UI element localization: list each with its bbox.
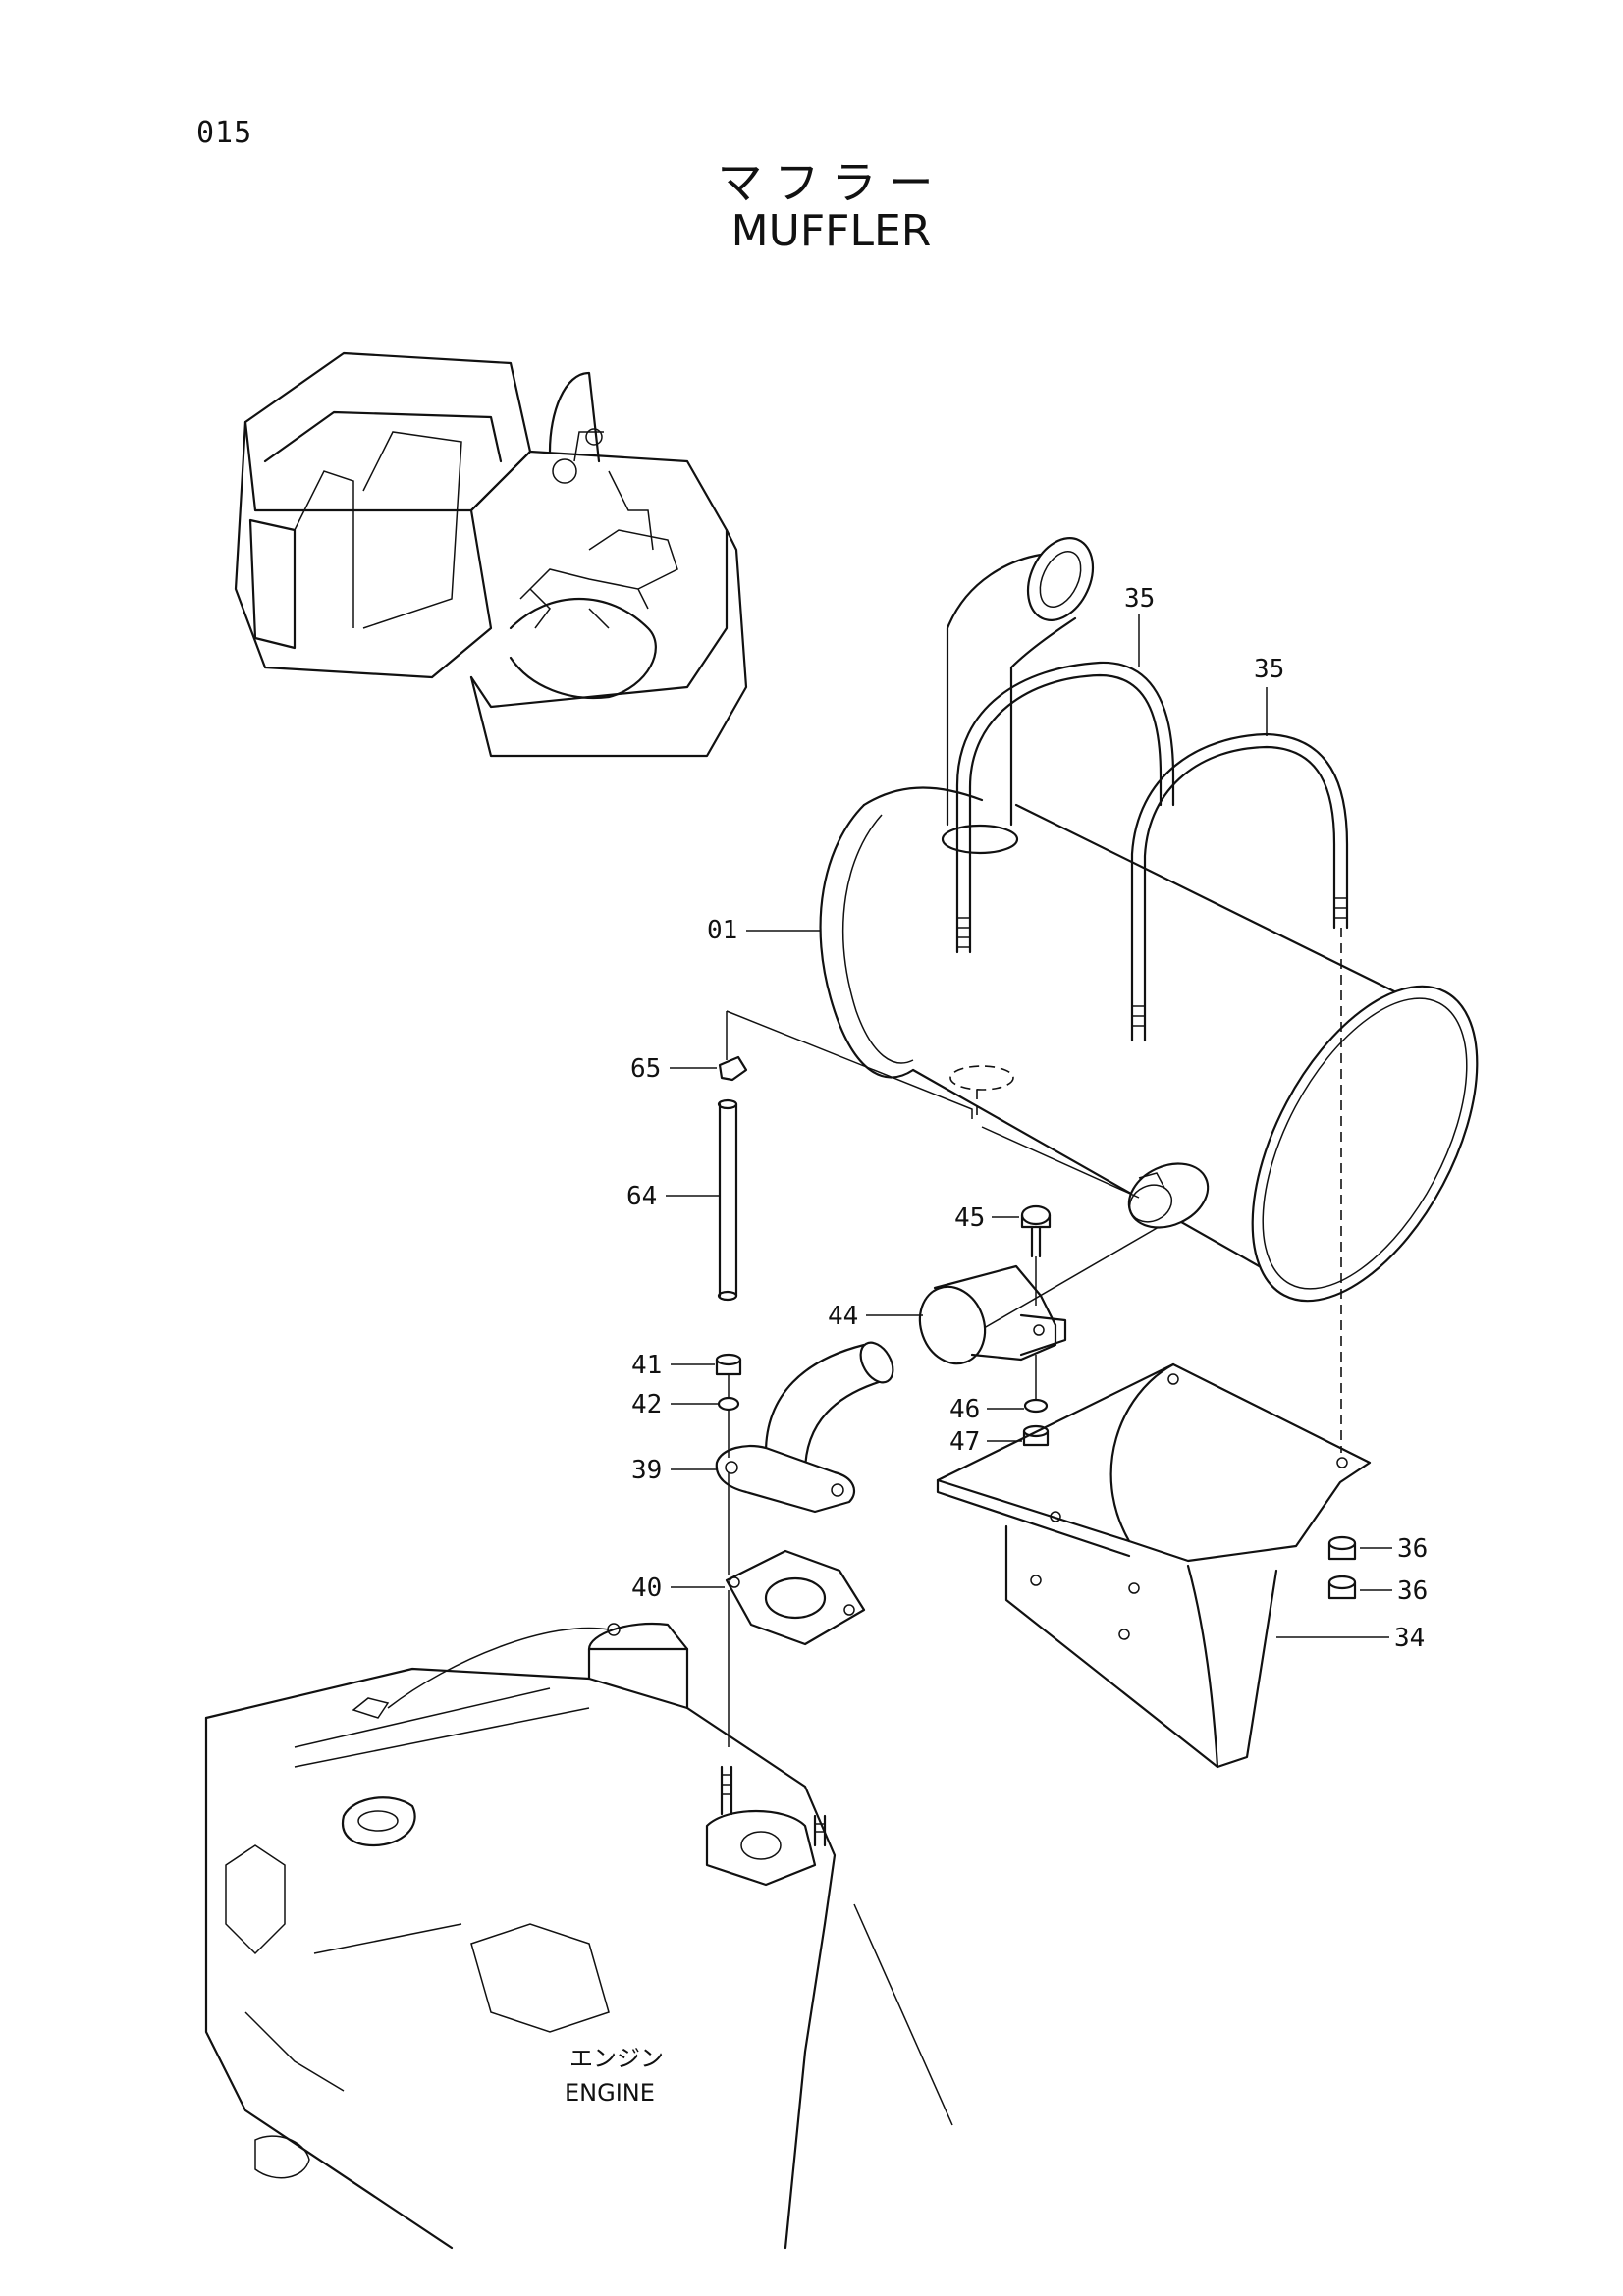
callout-64: 64 — [626, 1182, 657, 1211]
excavator-overview-illustration — [234, 351, 748, 758]
page-code: 015 — [196, 116, 253, 150]
bolt-45 — [1020, 1204, 1052, 1306]
washer-46 — [1023, 1355, 1049, 1414]
bracket-34 — [936, 1362, 1372, 1769]
assembly-line — [981, 1126, 1140, 1199]
muffler-inlet — [1127, 1162, 1210, 1229]
rod-64 — [717, 1098, 738, 1302]
nut-36-lower — [1327, 1575, 1357, 1600]
title-english: MUFFLER — [730, 206, 932, 256]
callout-45: 45 — [954, 1203, 985, 1233]
assembly-line — [971, 1226, 1160, 1336]
washer-42 — [717, 1396, 740, 1412]
gasket-40 — [725, 1374, 866, 1747]
callout-numbers: 35 35 01 65 64 45 44 41 42 46 47 39 40 3… — [626, 584, 1428, 1653]
engine-label-english: ENGINE — [565, 2079, 655, 2107]
callout-01: 01 — [707, 916, 737, 945]
callout-36-lower: 36 — [1397, 1576, 1428, 1606]
callout-44: 44 — [828, 1302, 858, 1331]
callout-35-right: 35 — [1254, 655, 1284, 684]
clamp-65 — [718, 1010, 973, 1119]
callout-42: 42 — [631, 1390, 662, 1419]
engine-illustration — [204, 1622, 953, 2250]
engine-label-japanese: エンジン — [569, 2045, 664, 2072]
u-bolt-left — [955, 661, 1175, 954]
leader-lines — [666, 614, 1392, 1638]
callout-65: 65 — [630, 1054, 661, 1084]
muffler-body — [819, 786, 1479, 1303]
nut-36-upper — [1327, 1535, 1357, 1561]
nut-41 — [715, 1353, 742, 1376]
title-japanese: マフラー — [717, 156, 946, 209]
callout-34: 34 — [1394, 1624, 1425, 1653]
elbow-pipe-39 — [715, 1341, 894, 1514]
tail-pipe — [941, 537, 1095, 855]
callout-39: 39 — [631, 1456, 662, 1485]
clamp-44 — [918, 1264, 1067, 1365]
callout-47: 47 — [949, 1427, 980, 1457]
callout-36-upper: 36 — [1397, 1534, 1428, 1564]
callout-46: 46 — [949, 1395, 980, 1424]
callout-35-left: 35 — [1124, 584, 1155, 614]
callout-41: 41 — [631, 1351, 662, 1380]
callout-40: 40 — [631, 1574, 662, 1603]
